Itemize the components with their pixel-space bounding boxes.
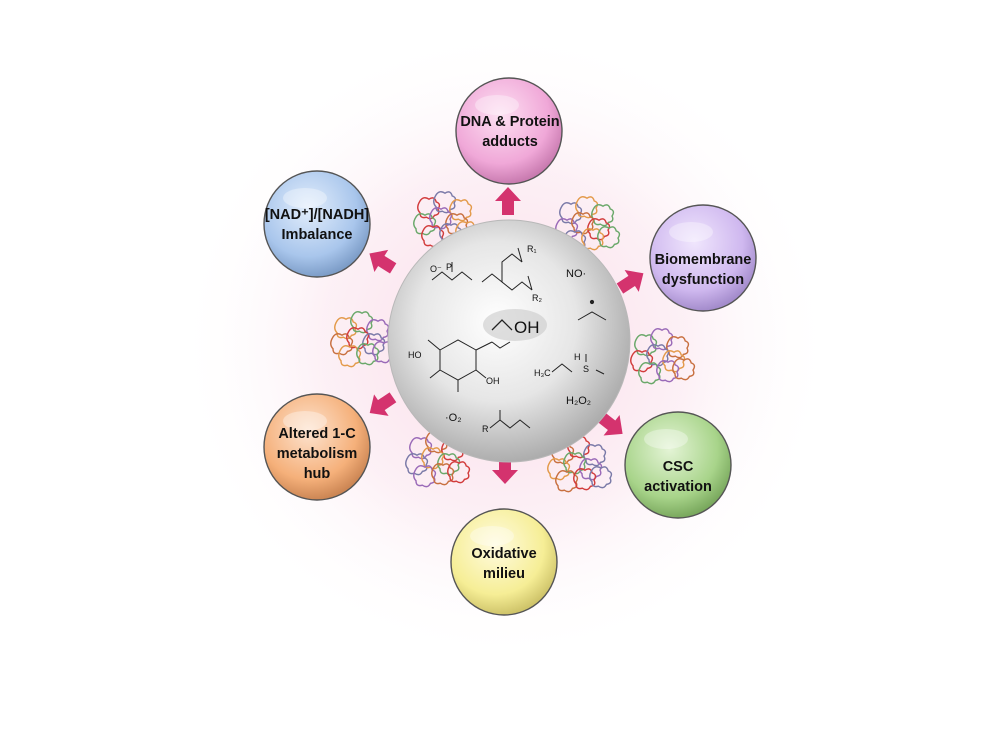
node-circle-csc-activation	[624, 411, 732, 519]
arrow-to-altered-1c-metabolism-hub	[369, 392, 397, 416]
arrow-to-nad-nadh-imbalance	[369, 249, 397, 274]
node-highlight	[470, 526, 514, 546]
arrow-to-biomembrane-dysfunction	[616, 270, 644, 294]
sulfonate-s-label: S	[583, 364, 590, 374]
node-highlight	[669, 222, 713, 242]
nitric-oxide-label: NO·	[566, 268, 587, 280]
center-sphere	[387, 219, 631, 463]
node-highlight	[283, 188, 327, 208]
glucuronide-structure	[427, 339, 511, 392]
node-circle-altered-1c-metabolism-hub	[263, 393, 371, 501]
ethanol-structure	[491, 319, 513, 331]
phospholipid-r2-label: R₂	[532, 293, 542, 303]
node-circle-dna-protein-adducts	[455, 77, 563, 185]
ethanol-highlight	[483, 309, 547, 341]
node-highlight	[644, 429, 688, 449]
phospholipid-r1-label: R₁	[527, 244, 537, 254]
phospholipid-p-label: P	[446, 262, 453, 272]
arrow-to-oxidative-milieu	[492, 456, 518, 484]
ester-structure	[489, 410, 531, 429]
sulfonate-h3c-label: H₃C	[534, 368, 551, 378]
sulfonate-h-label: H	[574, 352, 581, 362]
sulfonate-structure	[551, 354, 605, 375]
node-circle-oxidative-milieu	[450, 508, 558, 616]
superoxide-label: ·O₂	[445, 412, 462, 424]
glucuronide-ho-label: HO	[408, 350, 422, 360]
ethanol-label: OH	[514, 318, 540, 337]
outcome-nodes	[263, 77, 757, 616]
arrows-group	[369, 187, 644, 484]
hydrogen-peroxide-label: H₂O₂	[566, 395, 592, 407]
phospholipid-structure	[431, 247, 533, 291]
node-highlight	[475, 95, 519, 115]
node-circle-biomembrane-dysfunction	[649, 204, 757, 312]
arrow-to-csc-activation	[596, 411, 623, 436]
arrow-to-dna-protein-adducts	[495, 187, 521, 215]
acetaldehyde-structure	[577, 299, 607, 321]
node-highlight	[283, 411, 327, 431]
node-label-nad-nadh-imbalance: [NAD⁺]/[NADH]Imbalance	[264, 207, 370, 243]
node-circle-nad-nadh-imbalance	[263, 170, 371, 278]
phospholipid-o-minus-label: O⁻	[430, 264, 442, 274]
glucuronide-oh-label: OH	[486, 376, 500, 386]
ester-r-label: R	[482, 424, 489, 434]
